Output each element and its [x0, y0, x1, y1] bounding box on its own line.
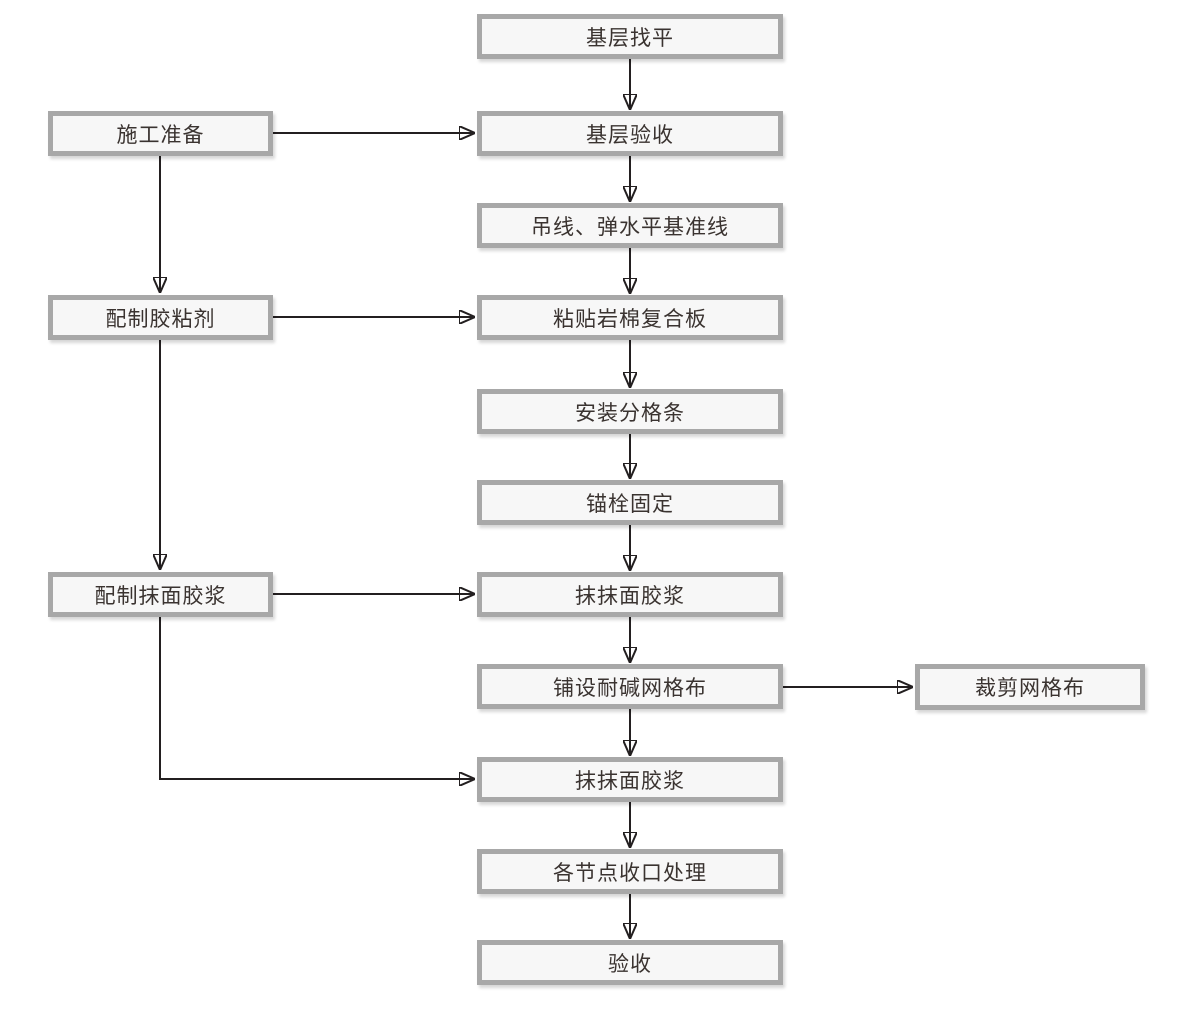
node-construction-preparation: 施工准备 — [48, 111, 273, 156]
arrow-surface-mortar-to-mortar2 — [159, 617, 473, 779]
node-lay-alkali-resistant-mesh: 铺设耐碱网格布 — [477, 664, 783, 709]
node-apply-surface-mortar-2: 抹抹面胶浆 — [477, 757, 783, 802]
node-joint-closing-treatment: 各节点收口处理 — [477, 849, 783, 894]
node-paste-rockwool-panel: 粘贴岩棉复合板 — [477, 295, 783, 340]
node-prepare-surface-mortar: 配制抹面胶浆 — [48, 572, 273, 617]
node-install-divider-strips: 安装分格条 — [477, 389, 783, 434]
node-apply-surface-mortar-1: 抹抹面胶浆 — [477, 572, 783, 617]
node-hang-line-datum: 吊线、弹水平基准线 — [477, 203, 783, 248]
node-cut-mesh-cloth: 裁剪网格布 — [915, 664, 1145, 710]
node-anchor-bolt-fixing: 锚栓固定 — [477, 480, 783, 525]
node-prepare-adhesive: 配制胶粘剂 — [48, 295, 273, 340]
node-base-acceptance: 基层验收 — [477, 111, 783, 156]
node-final-acceptance: 验收 — [477, 940, 783, 985]
node-base-leveling: 基层找平 — [477, 14, 783, 59]
